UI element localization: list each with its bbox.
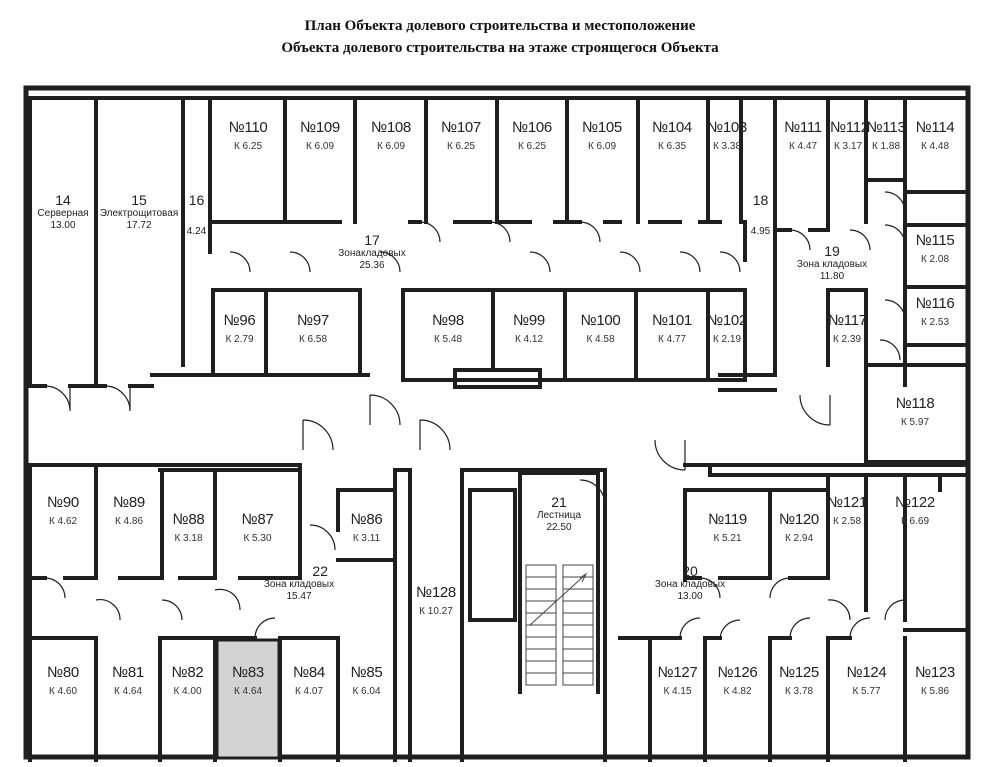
plan-title-line1: План Объекта долевого строительства и ме…: [304, 18, 696, 34]
staircase: [525, 564, 594, 686]
plan-title-line2: Объекта долевого строительства на этаже …: [281, 40, 719, 56]
unit-83-highlight: [215, 638, 281, 760]
